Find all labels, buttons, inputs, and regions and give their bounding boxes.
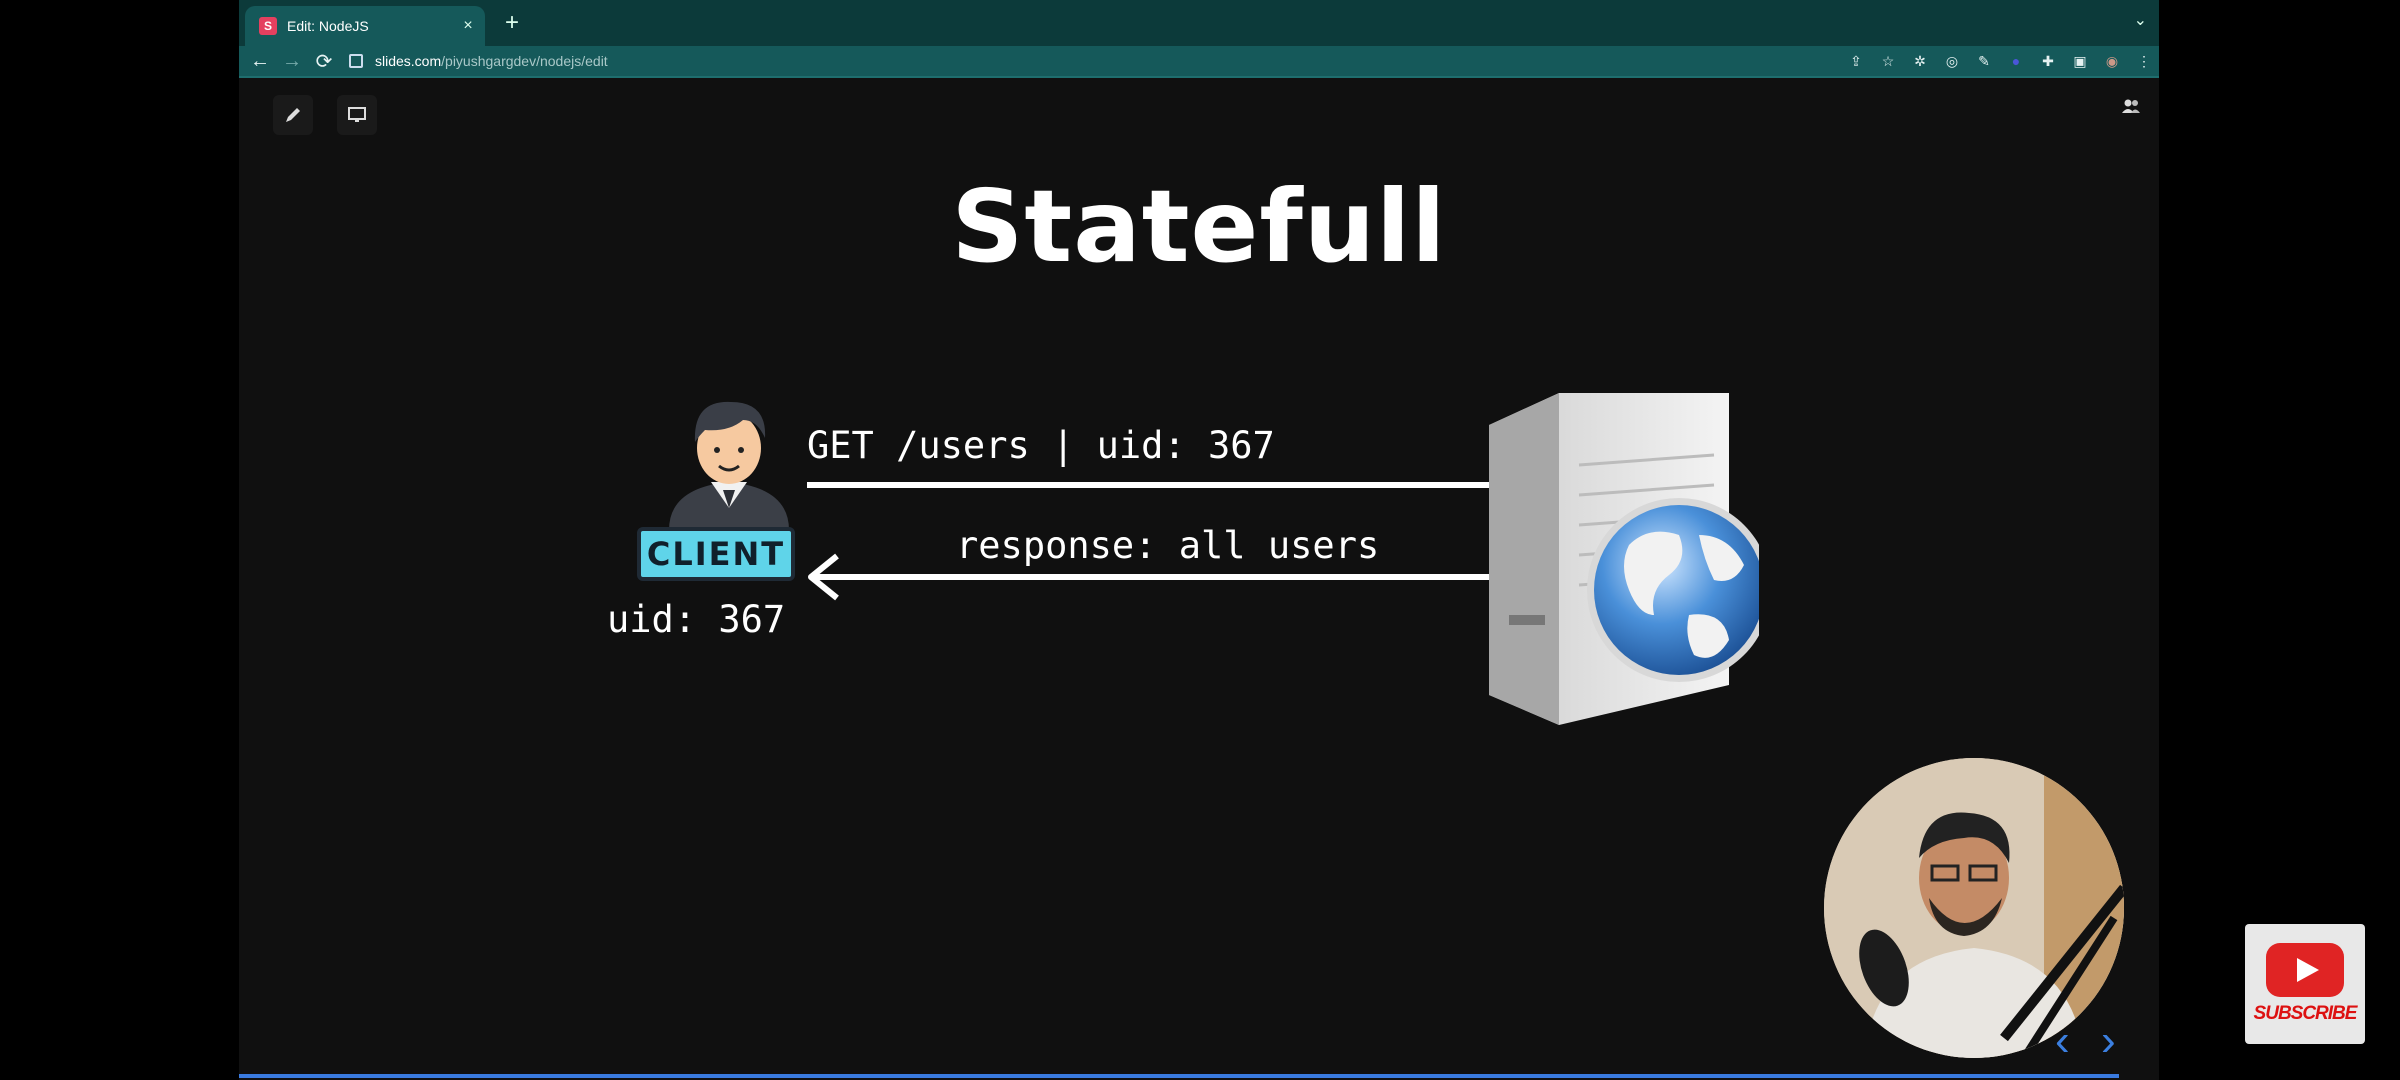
bookmark-star-icon[interactable]: ☆ [1881,52,1895,69]
present-screen-icon[interactable] [337,95,377,135]
tab-close-icon[interactable]: × [463,17,473,34]
forward-arrow-icon[interactable]: → [282,49,302,72]
new-tab-button[interactable]: + [504,9,519,36]
subscribe-button[interactable]: SUBSCRIBE [2245,924,2365,1044]
tab-search-chevron-icon[interactable]: ⌄ [2133,12,2147,29]
reload-icon[interactable]: ⟳ [315,50,333,73]
youtube-play-icon [2266,943,2344,997]
extensions-puzzle-icon[interactable]: ✚ [2042,52,2054,69]
client-person-icon [669,401,789,530]
screen: S Edit: NodeJS × + ⌄ ← → ⟳ slides.com/pi… [239,0,2159,1080]
browser-toolbar: ← → ⟳ slides.com/piyushgargdev/nodejs/ed… [239,46,2159,76]
slide-title: Statefull [951,168,1447,285]
share-icon[interactable]: ⇪ [1850,52,1862,69]
extension-gear-icon[interactable]: ✲ [1914,52,1926,69]
address-path: /piyushgargdev/nodejs/edit [441,53,608,69]
server-globe-icon [1489,393,1759,725]
menu-kebab-icon[interactable]: ⋮ [2137,52,2151,69]
toolbar-icons: ⇪ ☆ ✲ ◎ ✎ ● ✚ ▣ ◉ ⋮ [1847,46,2153,76]
previous-slide-chevron-icon[interactable]: ‹ [2055,1016,2070,1065]
next-slide-chevron-icon[interactable]: › [2101,1016,2116,1065]
tab-strip: S Edit: NodeJS × + ⌄ [239,0,2159,46]
address-bar[interactable]: slides.com/piyushgargdev/nodejs/edit [349,50,2149,72]
address-host: slides.com [375,53,442,69]
tab-title: Edit: NodeJS [287,18,369,34]
request-label: GET /users | uid: 367 [807,424,1275,467]
subscribe-label: SUBSCRIBE [2253,1003,2358,1024]
tab-nodejs[interactable]: S Edit: NodeJS × [245,6,485,46]
presenter-webcam [1824,758,2124,1058]
collaborators-icon[interactable] [2121,98,2141,119]
extension-blue-icon[interactable]: ● [2011,53,2021,69]
extension-circle-icon[interactable]: ◎ [1945,52,1959,69]
lock-icon [349,54,363,68]
slide-progress-bar [239,1074,2119,1078]
chrome-divider [239,76,2159,78]
pen-edit-icon[interactable] [273,95,313,135]
back-arrow-icon[interactable]: ← [250,49,270,72]
slides-favicon-icon: S [259,17,277,35]
client-uid-label: uid: 367 [607,598,786,641]
side-panel-icon[interactable]: ▣ [2073,52,2087,69]
extension-pen-icon[interactable]: ✎ [1978,52,1990,69]
profile-avatar-icon[interactable]: ◉ [2105,52,2119,69]
client-badge: CLIENT [637,527,795,581]
response-label: response: all users [956,524,1380,567]
